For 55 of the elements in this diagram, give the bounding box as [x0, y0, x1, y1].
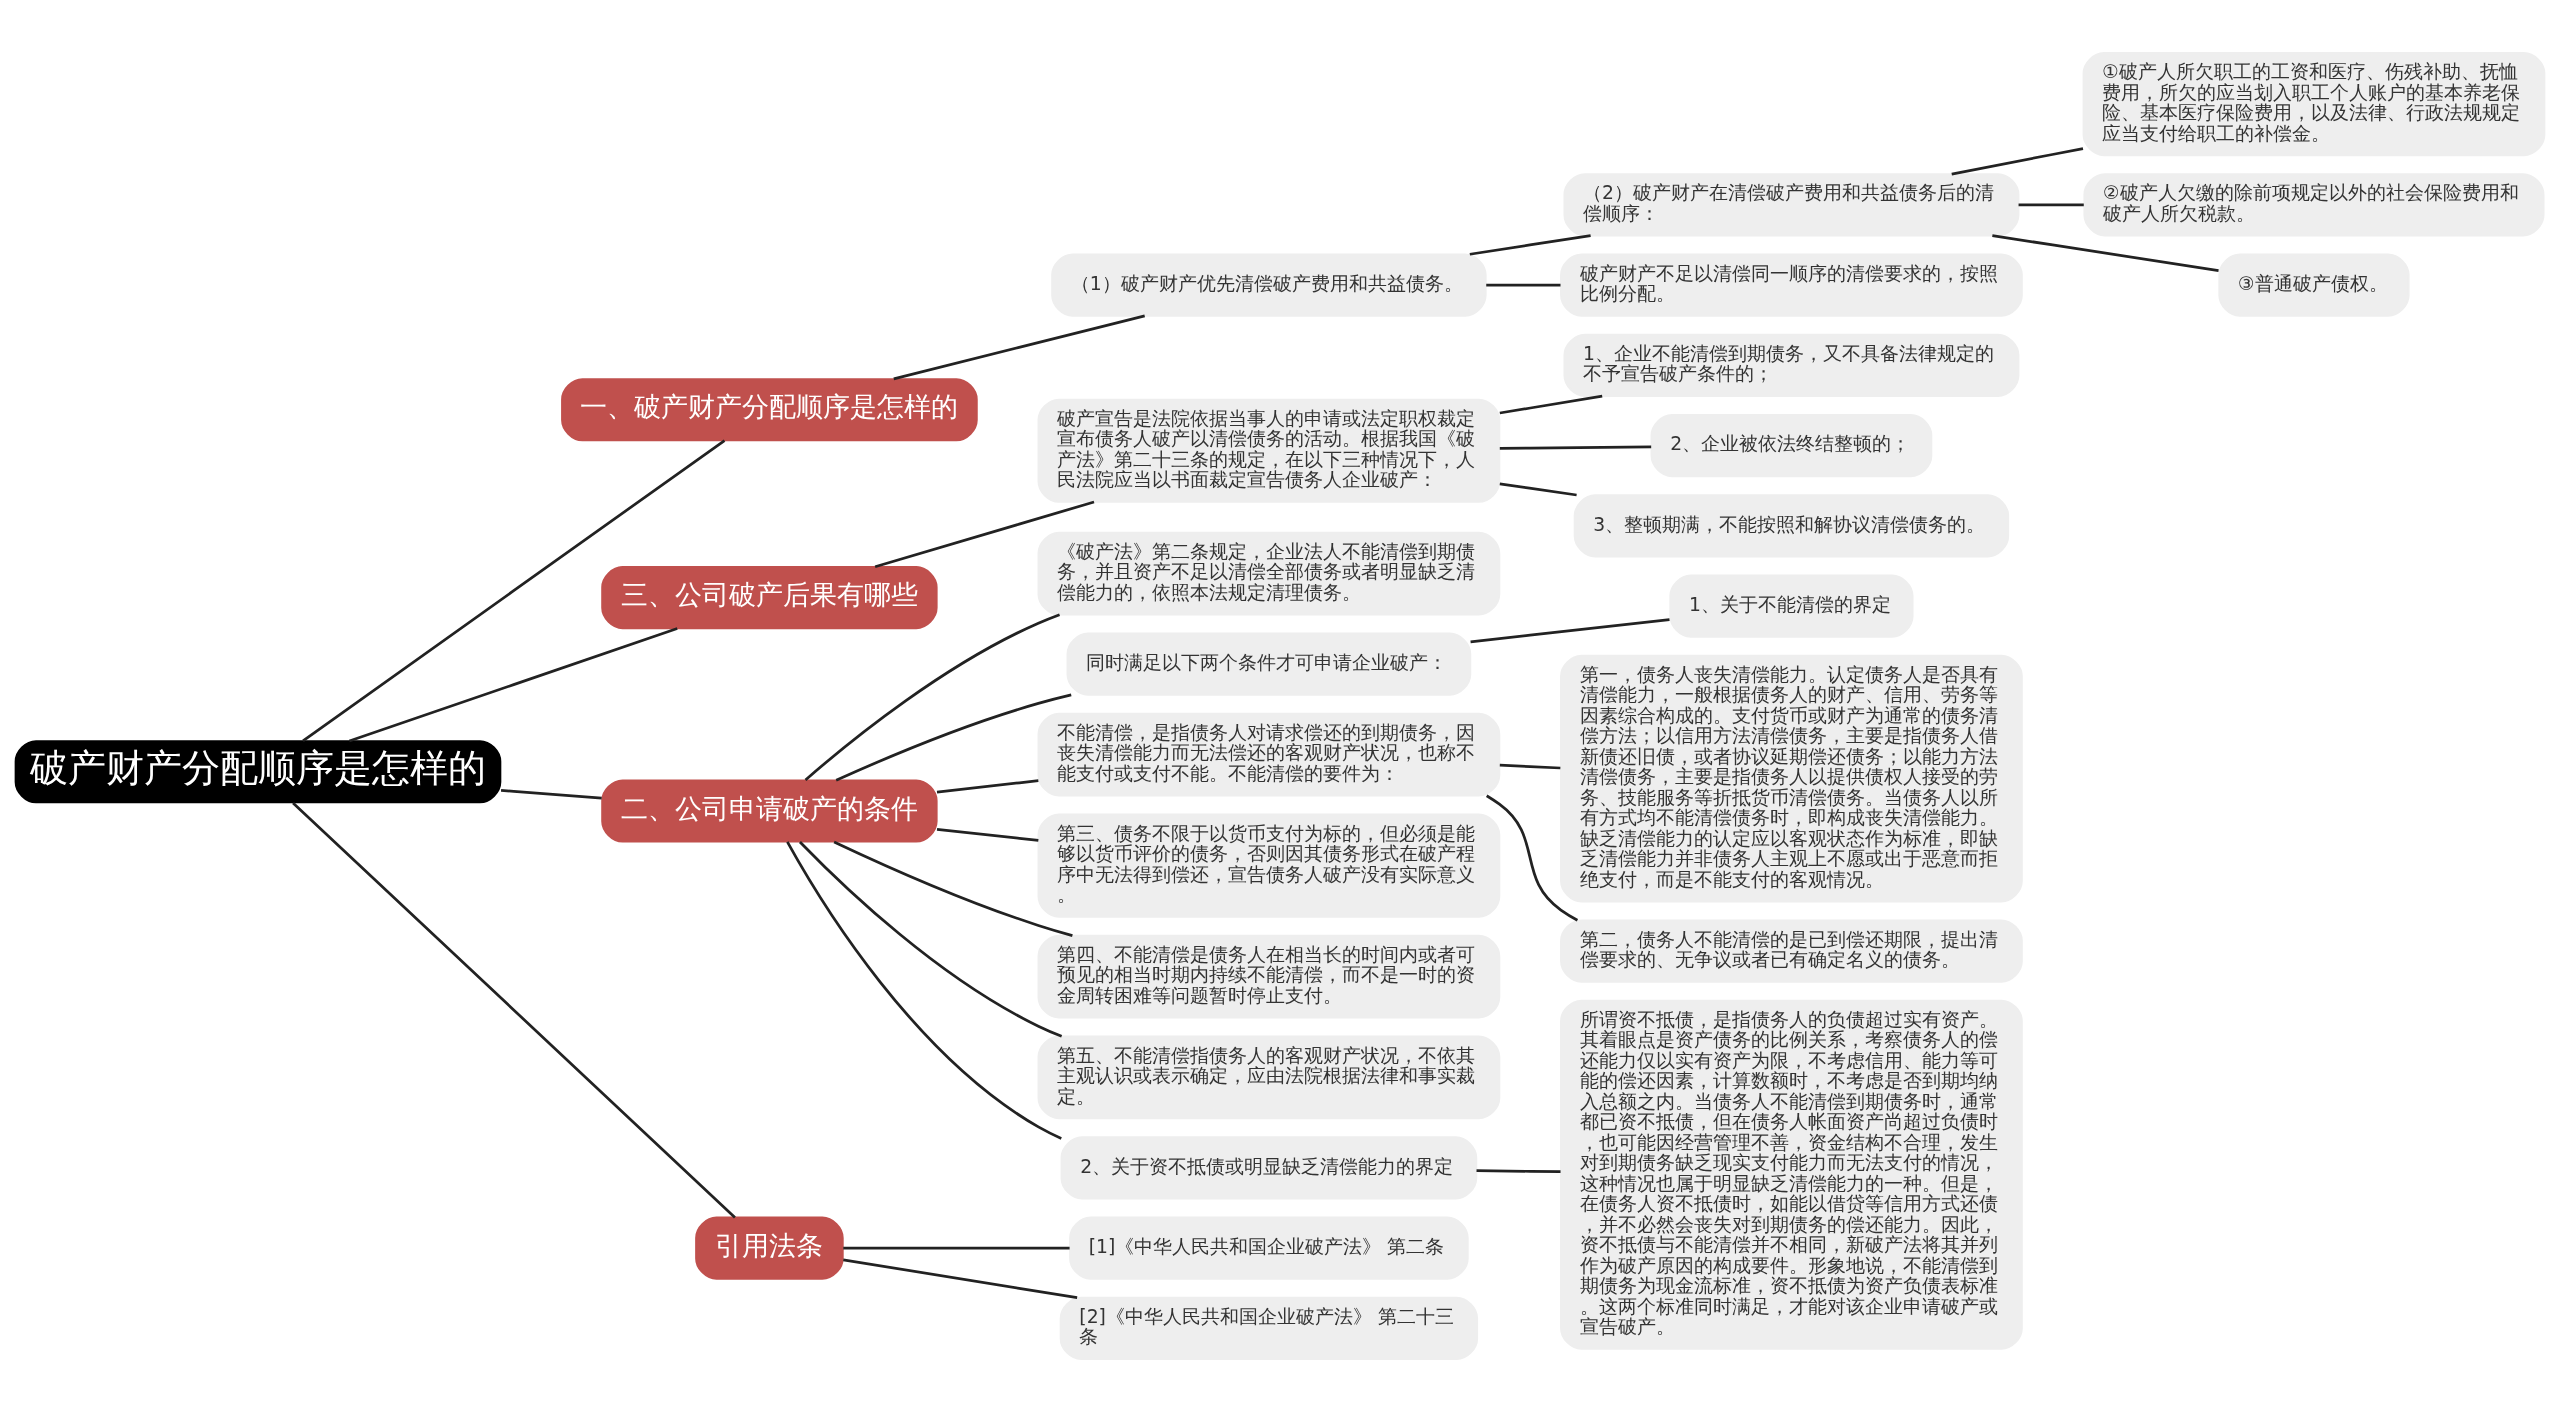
- node-box: 所谓资不抵债，是指债务人的负债超过实有资产。其着眼点是资产债务的比例关系，考察债务人的偿还能力仅以实有资产为限，不考虑信用、能力等可能的偿还因素，计算数额时，不考虑是否到期均纳入总额之内。当债务人不能清偿到期债务时，通常都已资不抵债，但在债务人帐面资产尚超过负债时，也可能因经营管理不善，资金结构不合理，发生对到期债务缺乏现实支付能力而无法支付的情况，这种情况也属于明显缺乏清偿能力的一种。但是，在债务人资不抵债时，如能以借贷等信用方式还债，并不必然会丧失对到期债务的偿还能力。因此，资不抵债与不能清偿并不相同，新破产法将其并列作为破产原因的构成要件。形象地说，不能清偿到期债务为现金流标准，资不抵债为资产负债表标准。这两个标准同时满足，才能对该企业申请破产或宣告破产。: [1560, 999, 2023, 1350]
- node-box: 2、企业被依法终结整顿的；: [1650, 413, 1933, 477]
- connector: [302, 438, 726, 742]
- connector: [833, 840, 1073, 937]
- node-box: 破产财产不足以清偿同一顺序的清偿要求的，按照比例分配。: [1560, 252, 2023, 317]
- node-box: 一、破产财产分配顺序是怎样的: [561, 377, 978, 441]
- connector: [1470, 617, 1670, 643]
- connector: [1499, 763, 1561, 769]
- connector: [936, 778, 1039, 794]
- node-box: 第五、不能清偿指债务人的客观财产状况，不依其主观认识或表示确定，应由法院根据法律和事实裁定。: [1037, 1035, 1501, 1119]
- connector: [1499, 394, 1603, 414]
- node-box: （1）破产财产优先清偿破产费用和共益债务。: [1051, 252, 1487, 317]
- node-box: 第二，债务人不能清偿的是已到偿还期限，提出清偿要求的、无争议或者已有确定名义的债务。: [1560, 918, 2023, 983]
- connector: [1485, 794, 1579, 921]
- connector: [835, 693, 1072, 781]
- node-box: 3、整顿期满，不能按照和解协议清偿债务的。: [1573, 493, 2010, 557]
- node-box: ①破产人所欠职工的工资和医疗、伤残补助、抚恤费用，所欠的应当划入职工个人账户的基本养老保险、基本医疗保险费用，以及法律、行政法规规定应当支付给职工的补偿金。: [2082, 51, 2546, 156]
- connector: [1499, 445, 1652, 450]
- connector: [874, 500, 1095, 568]
- node-box: 2、关于资不抵债或明显缺乏清偿能力的界定: [1060, 1135, 1478, 1199]
- node-box: 破产宣告是法院依据当事人的申请或法定职权裁定宣布债务人破产以清偿债务的活动。根据我国《破产法》第二十三条的规定，在以下三种情况下，人民法院应当以书面裁定宣告债务人企业破产：: [1037, 398, 1501, 503]
- node-box: 《破产法》第二条规定，企业法人不能清偿到期债务，并且资产不足以清偿全部债务或者明显缺乏清偿能力的，依照本法规定清理债务。: [1037, 531, 1501, 615]
- node-box: 同时满足以下两个条件才可申请企业破产：: [1066, 632, 1472, 696]
- connector: [804, 612, 1061, 781]
- connector: [786, 840, 1062, 1140]
- node-box: [2]《中华人民共和国企业破产法》 第二十三条: [1059, 1296, 1479, 1360]
- connector: [1992, 233, 2219, 272]
- connector: [843, 1258, 1078, 1299]
- connector: [1486, 283, 1561, 286]
- connector: [500, 788, 602, 800]
- node-box: 第一，债务人丧失清偿能力。认定债务人是否具有清偿能力，一般根据债务人的财产、信用、劳务等因素综合构成的。支付货币或财产为通常的债务清偿方法；以信用方法清偿债务，主要是指债务人借新债还旧债，或者协议延期偿还债务；以能力方法清偿债务，主要是指债务人以提供债权人接受的劳务、技能服务等折抵货币清偿债务。当债务人以所有方式均不能清偿债务时，即构成丧失清偿能力。缺乏清偿能力的认定应以客观状态作为标准，即缺乏清偿能力并非债务人主观上不愿或出于恶意而拒绝支付，而是不能支付的客观情况。: [1560, 654, 2023, 902]
- connector: [2018, 202, 2084, 206]
- connector: [1469, 233, 1591, 256]
- node-box: ③普通破产债权。: [2218, 252, 2410, 317]
- connector: [799, 840, 1063, 1038]
- node-box: ②破产人欠缴的除前项规定以外的社会保险费用和破产人所欠税款。: [2083, 172, 2545, 236]
- connector: [292, 801, 736, 1218]
- connector: [1476, 1168, 1561, 1173]
- node-box: 第三、债务不限于以货币支付为标的，但必须是能够以货币评价的债务，否则因其债务形式在破产程序中无法得到偿还，宣告债务人破产没有实际意义。: [1037, 813, 1501, 918]
- node-box: 不能清偿，是指债务人对请求偿还的到期债务，因丧失清偿能力而无法偿还的客观财产状况，也称不能支付或支付不能。不能清偿的要件为：: [1037, 712, 1501, 796]
- connector: [893, 314, 1145, 380]
- connector: [348, 626, 678, 742]
- node-box: 1、关于不能清偿的界定: [1669, 574, 1914, 638]
- node-box: 第四、不能清偿是债务人在相当长的时间内或者可预见的相当时期内持续不能清偿，而不是一时的资金周转困难等问题暂时停止支付。: [1037, 934, 1501, 1018]
- connector: [843, 1246, 1070, 1250]
- node-box: 引用法条: [695, 1216, 844, 1280]
- node-box: [1]《中华人民共和国企业破产法》 第二条: [1069, 1216, 1469, 1280]
- node-box: 二、公司申请破产的条件: [601, 778, 938, 843]
- connector: [936, 827, 1039, 842]
- connector: [1499, 482, 1577, 496]
- node-box: 1、企业不能清偿到期债务，又不具备法律规定的不予宣告破产条件的；: [1563, 333, 2020, 397]
- node-box: （2）破产财产在清偿破产费用和共益债务后的清偿顺序：: [1563, 172, 2020, 236]
- node-box: 三、公司破产后果有哪些: [601, 565, 938, 629]
- connector: [1951, 146, 2084, 175]
- node-box: 破产财产分配顺序是怎样的: [14, 739, 502, 803]
